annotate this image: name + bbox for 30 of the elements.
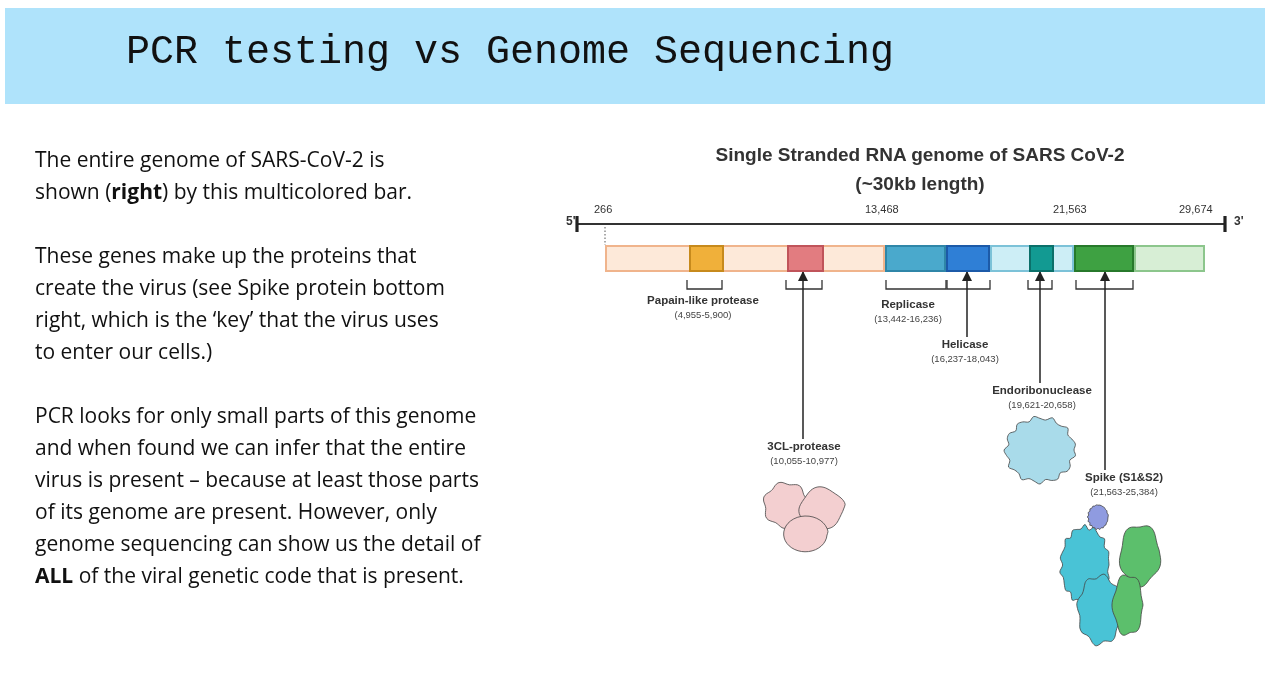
gene-label: Helicase (16,237-18,043) xyxy=(920,337,1010,371)
page-title: PCR testing vs Genome Sequencing xyxy=(126,30,895,75)
gene-label: Spike (S1&S2) (21,563-25,384) xyxy=(1072,470,1176,504)
genome-segment xyxy=(787,245,824,272)
gene-label: Papain-like protease (4,955-5,900) xyxy=(643,293,763,327)
arrow xyxy=(961,270,973,338)
body-paragraph: The entire genome of SARS-CoV-2 is shown (right) by this multicolored bar. xyxy=(35,144,413,207)
position-number: 266 xyxy=(594,203,613,215)
arrow xyxy=(797,270,809,440)
position-number: 21,563 xyxy=(1053,203,1087,215)
strand-end-label: 3' xyxy=(1234,214,1244,228)
genome-segment xyxy=(689,245,724,272)
gene-label: Endoribonuclease (19,621-20,658) xyxy=(986,383,1098,417)
strand-end-label: 5' xyxy=(566,214,576,228)
genome-segment xyxy=(1134,245,1205,272)
position-number: 13,468 xyxy=(865,203,899,215)
gene-label: 3CL-protease (10,055-10,977) xyxy=(758,439,850,473)
genome-segment xyxy=(1074,245,1134,272)
genome-segment xyxy=(990,245,1074,272)
genome-segment xyxy=(605,245,885,272)
arrow xyxy=(1034,270,1046,384)
body-paragraph: PCR looks for only small parts of this genome and when found we can infer that the entire virus is present – because at least those parts of its genome are present. However, only genome sequencing can show us the detail of ALL of the viral genetic code that is present. xyxy=(35,400,483,591)
body-paragraph: These genes make up the proteins that create the virus (see Spike protein bottom right, which is the ‘key’ that the virus uses to enter our cells.) xyxy=(35,240,446,367)
genome-segment xyxy=(946,245,990,272)
genome-segment xyxy=(885,245,946,272)
position-number: 29,674 xyxy=(1179,203,1213,215)
arrow xyxy=(1099,270,1111,471)
gene-label: Replicase (13,442-16,236) xyxy=(863,297,953,331)
figure-title: Single Stranded RNA genome of SARS CoV-2 (~30kb length) xyxy=(714,143,1126,196)
genome-segment xyxy=(1029,245,1054,272)
